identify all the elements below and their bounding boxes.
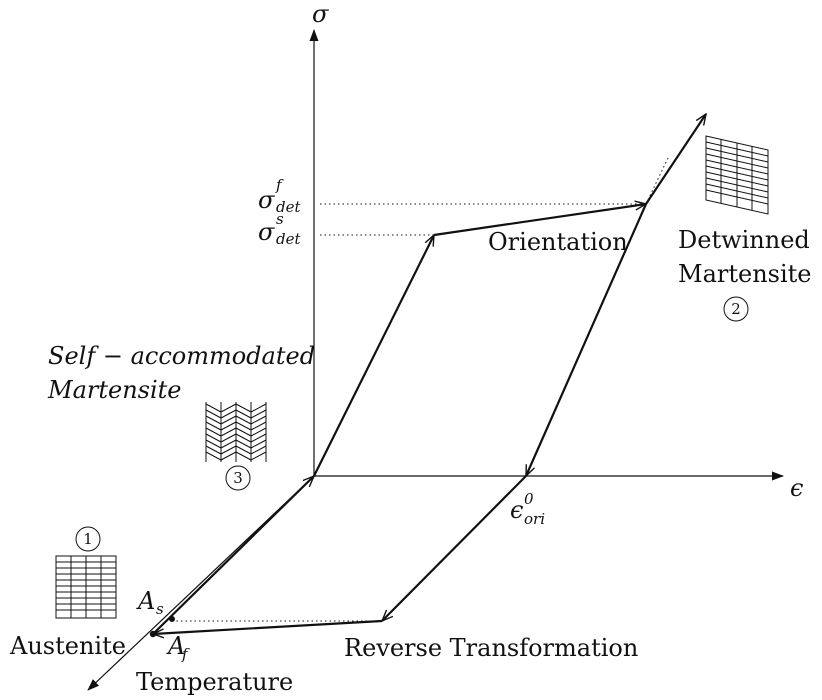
detwinned-label-line1: Detwinned bbox=[678, 226, 810, 254]
heating-path bbox=[382, 475, 527, 621]
af-label: A f bbox=[166, 632, 190, 663]
reverse-transformation-path bbox=[153, 619, 383, 634]
temperature-axis-label: Temperature bbox=[136, 668, 293, 696]
sigma-det-finish-label: σ f det bbox=[258, 176, 301, 216]
detwinned-label-line2: Martensite bbox=[678, 260, 812, 288]
af-point bbox=[149, 630, 157, 638]
svg-text:2: 2 bbox=[731, 300, 741, 318]
svg-text:0: 0 bbox=[524, 490, 534, 508]
svg-text:det: det bbox=[276, 198, 301, 216]
svg-text:f: f bbox=[275, 176, 284, 194]
austenite-label: Austenite bbox=[9, 632, 126, 660]
strain-axis-label: ϵ bbox=[790, 474, 803, 502]
epsilon-ori-label: ϵ 0 ori bbox=[510, 490, 545, 528]
svg-text:f: f bbox=[181, 645, 190, 663]
orientation-path bbox=[433, 204, 646, 237]
svg-text:s: s bbox=[276, 210, 284, 228]
as-label: A s bbox=[136, 587, 164, 618]
austenite-lattice-icon bbox=[55, 555, 117, 619]
reverse-transformation-label: Reverse Transformation bbox=[344, 634, 638, 662]
phase-number-2: 2 bbox=[723, 296, 749, 322]
phase-number-3: 3 bbox=[225, 465, 251, 491]
as-point bbox=[169, 616, 175, 622]
stress-axis-label: σ bbox=[312, 0, 329, 28]
svg-text:ori: ori bbox=[524, 510, 545, 528]
sigma-det-start-label: σ s det bbox=[258, 210, 301, 248]
loading-path-detwinned bbox=[645, 114, 706, 205]
phase-number-1: 1 bbox=[75, 526, 101, 552]
svg-text:A: A bbox=[136, 587, 155, 615]
svg-text:det: det bbox=[276, 230, 301, 248]
svg-text:ϵ: ϵ bbox=[510, 496, 523, 524]
svg-text:3: 3 bbox=[233, 469, 243, 487]
self-accommodated-lattice-icon bbox=[205, 402, 267, 462]
svg-text:A: A bbox=[166, 632, 185, 660]
cooling-path bbox=[152, 476, 314, 635]
svg-text:1: 1 bbox=[83, 530, 93, 548]
svg-text:σ: σ bbox=[258, 218, 275, 246]
detwinned-lattice-icon bbox=[705, 135, 769, 215]
self-accommodated-label-line2: Martensite bbox=[47, 376, 182, 404]
svg-text:s: s bbox=[156, 600, 164, 618]
unloading-path bbox=[524, 203, 648, 476]
loading-path-elastic bbox=[313, 235, 435, 477]
self-accommodated-label-line1: Self − accommodated bbox=[48, 342, 315, 370]
orientation-label: Orientation bbox=[488, 228, 628, 256]
svg-text:σ: σ bbox=[258, 186, 275, 214]
